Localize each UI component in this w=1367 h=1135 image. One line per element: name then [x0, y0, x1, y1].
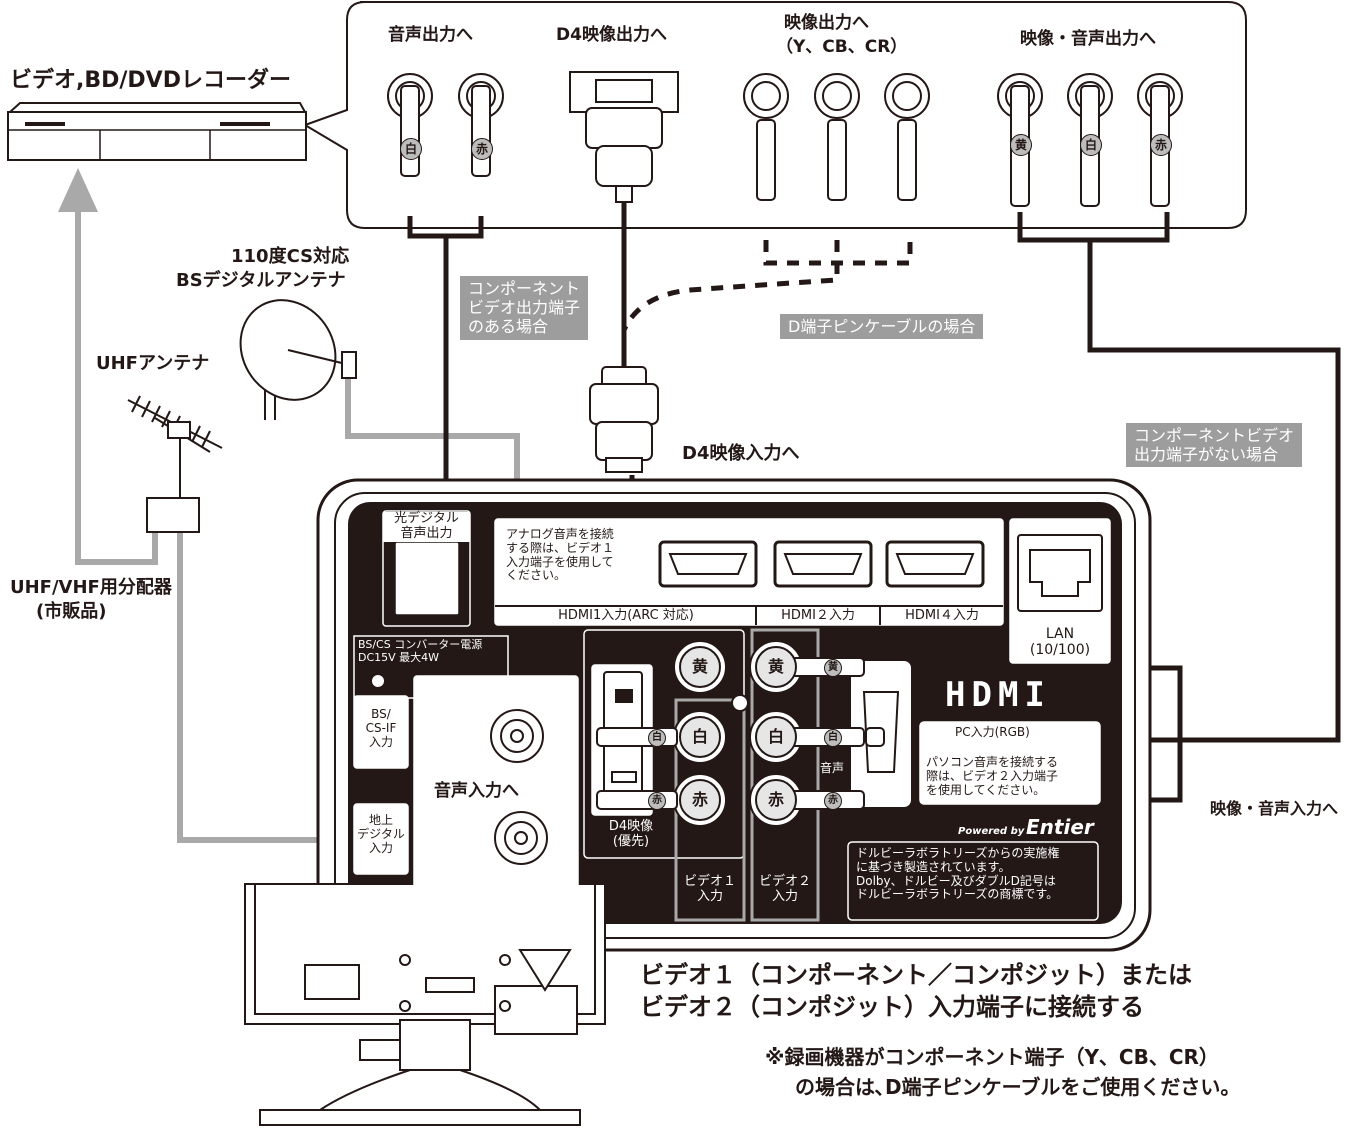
audio-out-label: 音声出力へ: [388, 26, 473, 46]
entier-logo: Entier: [1026, 816, 1094, 839]
v2-white-jack: 白: [755, 716, 797, 758]
splitter-box: [147, 498, 199, 532]
bscs-power-label: BS/CS コンバーター電源 DC15V 最大4W: [358, 639, 482, 664]
optical-label-line-1: 光デジタル: [383, 512, 470, 527]
callout-no-component-line-1: コンポーネントビデオ: [1134, 426, 1294, 445]
tv-d4-plug: [590, 367, 658, 472]
pc-in-label: PC入力(RGB): [955, 726, 1030, 740]
bscs-if-line-2: CS-IF: [354, 722, 408, 736]
d4-priority-label: D4映像 (優先): [590, 820, 672, 850]
audio-small-label: 音声: [820, 762, 844, 776]
lan-label: LAN (10/100): [1010, 626, 1110, 658]
lan-label-line-2: (10/100): [1010, 642, 1110, 658]
pc-note-line-3: を使用してください。: [926, 784, 1058, 798]
bscs-if-label: BS/ CS-IF 入力: [354, 708, 408, 749]
panel-plug-red-chip: 赤: [648, 792, 666, 810]
note-line-2: の場合は､D端子ピンケーブルをご使用ください。: [795, 1076, 1240, 1099]
uhf-antenna: [128, 396, 222, 498]
callout-d-pin: D端子ピンケーブルの場合: [780, 314, 983, 339]
audio-in-label: 音声入力へ: [434, 782, 519, 802]
pc-note-line-1: パソコン音声を接続する: [926, 756, 1058, 770]
lan-label-line-1: LAN: [1010, 626, 1110, 642]
tv-back-small: [245, 884, 605, 1125]
lan-port: [1018, 535, 1102, 611]
bs-dish: [221, 282, 356, 420]
note-line-1: ※録画機器がコンポーネント端子（Y、CB、CR）: [765, 1046, 1219, 1069]
panel-plug-white-chip-2: 白: [824, 729, 842, 747]
bs-antenna-label-1: 110度CS対応: [231, 247, 349, 268]
v1-yellow-jack: 黄: [679, 646, 721, 688]
d4-out-label: D4映像出力へ: [556, 26, 667, 46]
panel-plug-yellow-chip: 黄: [824, 659, 842, 677]
video1-line-1: ビデオ１: [676, 875, 744, 890]
video1-label: ビデオ１ 入力: [676, 875, 744, 905]
plug-red-chip: 赤: [471, 138, 493, 160]
pc-note: パソコン音声を接続する 際は、ビデオ２入力端子 を使用してください。: [926, 756, 1058, 797]
analog-note-line-1: アナログ音声を接続: [506, 528, 614, 542]
instruction-line-1: ビデオ１（コンポーネント／コンポジット）または: [640, 962, 1192, 990]
plug-white-chip-2: 白: [1080, 134, 1102, 156]
callout-component: コンポーネント ビデオ出力端子 のある場合: [460, 276, 588, 340]
bs-antenna-label-2: BSデジタルアンテナ: [176, 271, 346, 292]
dolby-line-1: ドルビーラボラトリーズからの実施権: [856, 847, 1059, 861]
av-out-label: 映像・音声出力へ: [1020, 30, 1156, 50]
dolby-line-2: に基づき製造されています。: [856, 861, 1059, 875]
powered-by-label: Powered by: [958, 826, 1024, 838]
analog-note-line-3: 入力端子を使用して: [506, 556, 614, 570]
v1-red-jack: 赤: [679, 779, 721, 821]
terrestrial-label: 地上 デジタル 入力: [354, 814, 408, 855]
bscs-if-line-1: BS/: [354, 708, 408, 722]
panel-plug-white-chip: 白: [648, 729, 666, 747]
plug-yellow-chip: 黄: [1010, 134, 1032, 156]
video2-line-2: 入力: [752, 890, 818, 905]
analog-note: アナログ音声を接続 する際は、ビデオ１ 入力端子を使用して ください。: [506, 528, 614, 583]
hdmi-logo: HDMI: [945, 676, 1051, 715]
splitter-label-2: (市販品): [36, 602, 106, 623]
optical-label: 光デジタル 音声出力: [383, 512, 470, 542]
optical-label-line-2: 音声出力: [383, 527, 470, 542]
panel-plug-red-chip-2: 赤: [824, 792, 842, 810]
plug-red-chip-2: 赤: [1150, 134, 1172, 156]
bscs-if-line-3: 入力: [354, 736, 408, 750]
terrestrial-line-1: 地上: [354, 814, 408, 828]
component-out-label-2: （Y、CB、CR）: [776, 38, 907, 58]
callout-component-line-2: ビデオ出力端子: [468, 298, 580, 317]
video2-label: ビデオ２ 入力: [752, 875, 818, 905]
callout-component-line-1: コンポーネント: [468, 279, 580, 298]
recorder-label: ビデオ,BD/DVDレコーダー: [10, 68, 291, 93]
plug-white-chip: 白: [400, 138, 422, 160]
hdmi2-label: HDMI２入力: [758, 609, 878, 624]
uhf-antenna-label: UHFアンテナ: [96, 354, 209, 375]
analog-note-line-4: ください。: [506, 569, 614, 583]
v2-yellow-jack: 黄: [755, 646, 797, 688]
v2-red-jack: 赤: [755, 779, 797, 821]
pc-mark: >PC<: [362, 906, 389, 916]
d4-in-label: D4映像入力へ: [682, 444, 799, 465]
analog-note-line-2: する際は、ビデオ１: [506, 542, 614, 556]
dolby-line-4: ドルビーラボラトリーズの商標です。: [856, 888, 1059, 902]
bscs-power-line-1: BS/CS コンバーター電源: [358, 639, 482, 652]
up-arrow-head: [58, 168, 98, 212]
instruction-line-2: ビデオ２（コンポジット）入力端子に接続する: [640, 994, 1144, 1022]
pc-note-line-2: 際は、ビデオ２入力端子: [926, 770, 1058, 784]
component-out-label-1: 映像出力へ: [784, 14, 869, 34]
callout-no-component: コンポーネントビデオ 出力端子がない場合: [1126, 423, 1302, 467]
callout-component-line-3: のある場合: [468, 317, 580, 336]
recorder-device: [8, 103, 306, 160]
terrestrial-line-2: デジタル: [354, 828, 408, 842]
dolby-note: ドルビーラボラトリーズからの実施権 に基づき製造されています。 Dolby、ドル…: [856, 847, 1059, 902]
video2-line-1: ビデオ２: [752, 875, 818, 890]
av-in-label: 映像・音声入力へ: [1210, 800, 1338, 818]
callout-no-component-line-2: 出力端子がない場合: [1134, 445, 1294, 464]
hdmi-ports: [660, 542, 983, 586]
d4-priority-line-1: D4映像: [590, 820, 672, 835]
hdmi1-label: HDMI1入力(ARC 対応): [500, 609, 752, 624]
video1-line-2: 入力: [676, 890, 744, 905]
d4-priority-line-2: (優先): [590, 835, 672, 850]
v1-white-jack: 白: [679, 716, 721, 758]
bscs-power-line-2: DC15V 最大4W: [358, 652, 482, 665]
splitter-label-1: UHF/VHF用分配器: [10, 578, 172, 599]
hdmi4-label: HDMI４入力: [882, 609, 1002, 624]
terrestrial-line-3: 入力: [354, 842, 408, 856]
